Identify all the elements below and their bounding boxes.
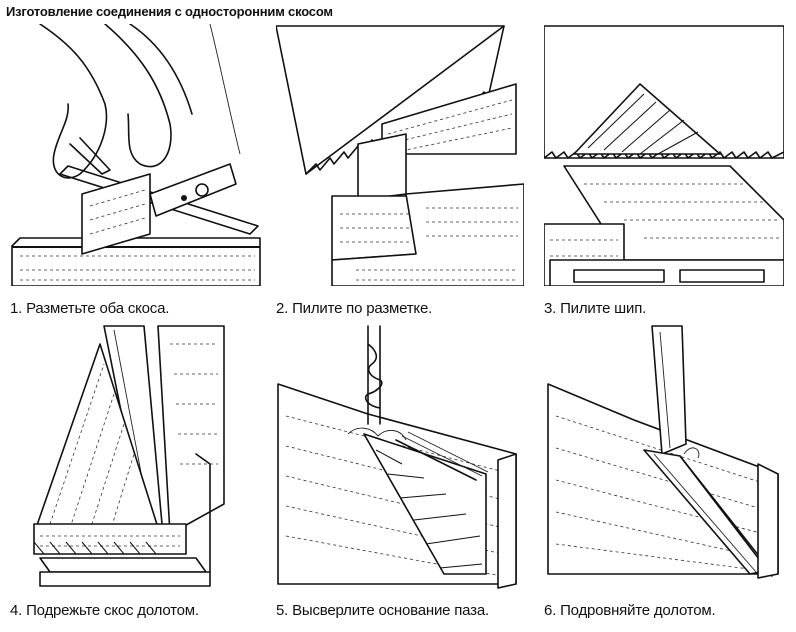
paring-illustration [547,325,779,579]
step-4-illustration: 4. Подрежьте скос долотом. [10,324,250,619]
step-1-caption: 1. Разметьте оба скоса. [10,300,170,317]
step-3-caption: 3. Пилите шип. [544,300,647,317]
step-6-caption: 6. Подровняйте долотом. [544,602,716,619]
step-2-illustration: 2. Пилите по разметке. [276,24,524,317]
tenon-illustration [544,25,784,286]
step-4-caption: 4. Подрежьте скос долотом. [10,602,199,619]
chisel-bevel-illustration [33,325,225,587]
marking-illustration [11,24,261,286]
step-6-illustration: 6. Подровняйте долотом. [544,324,784,619]
page-title: Изготовление соединения с односторонним … [6,4,333,19]
step-1-illustration: 1. Разметьте оба скоса. [10,24,270,317]
step-5-caption: 5. Высверлите основание паза. [276,602,489,619]
drilling-illustration [277,325,517,589]
step-5-illustration: 5. Высверлите основание паза. [276,324,524,619]
sawing-illustration [276,25,524,286]
step-2-caption: 2. Пилите по разметке. [276,300,433,317]
step-3-illustration: 3. Пилите шип. [544,24,784,317]
